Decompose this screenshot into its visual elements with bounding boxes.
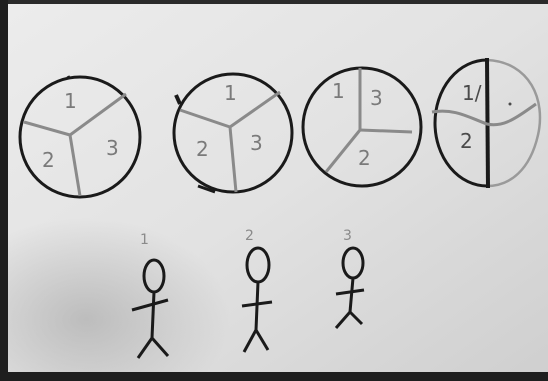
circle3-section-3-label: 3	[370, 86, 383, 110]
circle1-section-2-label: 2	[42, 148, 55, 172]
figure2-label: 2	[245, 228, 254, 244]
bottom-dark-edge	[0, 372, 548, 381]
left-dark-edge	[0, 0, 8, 381]
paper-shadow	[6, 150, 326, 376]
circle4-section-1-label: 1/	[462, 81, 482, 105]
figure1-label: 1	[140, 232, 149, 248]
circle1-section-1-label: 1	[64, 89, 77, 113]
circle1-section-3-label: 3	[106, 136, 119, 160]
figure3-label: 3	[343, 228, 352, 244]
circle4-section-2-label: 2	[460, 129, 473, 153]
circle3-section-1-label: 1	[332, 79, 345, 103]
circle2-section-1-label: 1	[224, 81, 237, 105]
circle3-section-2-label: 2	[358, 146, 371, 170]
circle2-section-3-label: 3	[250, 131, 263, 155]
circle2-section-2-label: 2	[196, 137, 209, 161]
